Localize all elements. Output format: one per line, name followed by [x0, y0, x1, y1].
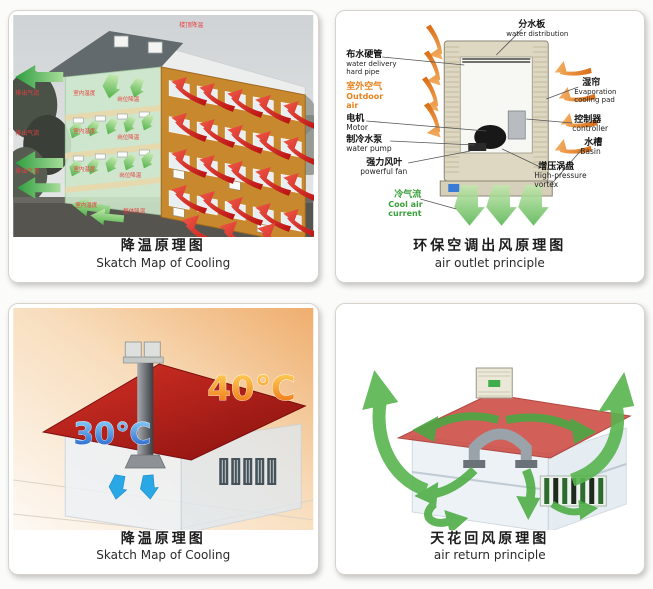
label-distribution-zh: 分水板	[518, 18, 546, 30]
leader-lines	[365, 28, 583, 210]
panel-air-return: 天花回风原理图 air return principle	[334, 302, 645, 575]
panel-air-outlet: 布水硬管 water delivery hard pipe 室外空气 Outdo…	[334, 10, 645, 283]
label-spot-cooling: 岗位降温	[117, 95, 140, 103]
arch-duct	[468, 428, 532, 464]
return-air-arrows	[361, 369, 634, 530]
caption: 降温原理图 Skatch Map of Cooling	[13, 238, 314, 271]
duct-outlet	[124, 454, 166, 468]
label-pad-en1: Evaporation	[574, 88, 616, 96]
label-basin-en: Basin	[580, 147, 601, 156]
brand-logo	[487, 379, 500, 387]
label-exhaust-air: 排出气流	[15, 89, 39, 97]
label-motor-en: Motor	[346, 123, 369, 132]
label-water-pipe-en1: water delivery	[346, 60, 396, 68]
label-whole-cooling: 整体降温	[123, 207, 146, 215]
label-motor-zh: 电机	[346, 112, 364, 124]
cool-air-down-arrows	[453, 185, 549, 226]
label-spot-cooling: 岗位降温	[119, 171, 142, 179]
interior-cabinets	[219, 457, 277, 485]
cooling-pad-ribs	[444, 46, 547, 173]
label-pump-en: water pump	[346, 144, 392, 153]
label-fan-zh: 强力风叶	[366, 156, 402, 168]
brand-logo	[447, 184, 459, 192]
caption-english: air outlet principle	[434, 255, 545, 270]
label-fan-en: powerful fan	[360, 167, 407, 176]
label-indoor-temp: 室内温度	[75, 201, 98, 209]
label-outdoor-air-zh: 室外空气	[346, 80, 382, 92]
caption-english: Skatch Map of Cooling	[96, 548, 231, 562]
caption: 天花回风原理图 air return principle	[340, 531, 641, 564]
label-roof-cooling: 楼顶降温	[179, 21, 203, 29]
label-outdoor-air-en1: Outdoor	[346, 92, 383, 101]
label-outdoor-air-en2: air	[346, 101, 358, 110]
caption-english: air return principle	[433, 548, 546, 562]
cooler-unit	[439, 40, 553, 197]
ceiling-units	[72, 111, 150, 162]
indoor-temperature: 30℃	[73, 417, 151, 452]
air-return-illustration	[339, 307, 640, 530]
water-pipe	[461, 58, 530, 63]
label-indoor-temp: 室内温度	[73, 165, 96, 173]
label-indoor-temp: 室内温度	[73, 89, 96, 97]
label-basin-zh: 水槽	[584, 136, 602, 148]
label-exhaust-air: 排出气流	[15, 129, 39, 137]
label-water-pipe-en2: hard pipe	[346, 68, 379, 76]
panel-house-cooling: 40℃ 30℃ 降温原理图 Skatch Map of Cooling	[8, 302, 319, 575]
caption-chinese: 环保空调出风原理图	[413, 238, 567, 254]
outdoor-temperature: 40℃	[207, 369, 296, 409]
label-exhaust-air: 排出气流	[15, 167, 39, 175]
panel-cooling-building: 排出气流 排出气流 排出气流 楼顶降温 室内温度 岗位降温 室内温度 岗位降温 …	[8, 10, 319, 283]
label-controller-zh: 控制器	[574, 113, 602, 125]
caption-chinese: 天花回风原理图	[430, 530, 550, 547]
label-distribution-en: water distribution	[506, 30, 568, 38]
label-cool-air-en1: Cool air	[388, 200, 423, 209]
label-vortex-en2: vortex	[534, 180, 559, 189]
ceiling-outlet-left	[462, 459, 485, 468]
callout-labels: 布水硬管 water delivery hard pipe 室外空气 Outdo…	[345, 18, 616, 218]
controller-box	[507, 110, 526, 140]
caption-english: Skatch Map of Cooling	[96, 255, 231, 270]
floor-slabs	[65, 105, 162, 193]
rooftop-units	[113, 35, 163, 54]
rooftop-cooler	[122, 341, 164, 363]
label-water-pipe-zh: 布水硬管	[345, 48, 382, 60]
caption: 降温原理图 Skatch Map of Cooling	[13, 531, 314, 564]
label-cool-air-zh: 冷气流	[394, 188, 421, 200]
cooling-building-illustration: 排出气流 排出气流 排出气流 楼顶降温 室内温度 岗位降温 室内温度 岗位降温 …	[13, 15, 314, 237]
tiny-red-labels: 排出气流 排出气流 排出气流 楼顶降温 室内温度 岗位降温 室内温度 岗位降温 …	[15, 21, 203, 215]
label-vortex-zh: 增压涡盘	[538, 160, 574, 172]
caption-chinese: 降温原理图	[120, 238, 206, 254]
red-roof	[396, 392, 632, 459]
ceiling-outlet-right	[514, 459, 537, 468]
label-pump-zh: 制冷水泵	[346, 133, 383, 145]
house-cooling-illustration: 40℃ 30℃	[13, 307, 314, 530]
caption-chinese: 降温原理图	[120, 530, 206, 547]
rooftop-cooler	[475, 367, 513, 398]
label-vortex-en1: High-pressure	[534, 171, 587, 180]
label-spot-cooling: 岗位降温	[117, 133, 140, 141]
caption: 环保空调出风原理图 air outlet principle	[340, 238, 641, 271]
label-controller-en: controller	[572, 124, 609, 133]
air-outlet-illustration: 布水硬管 water delivery hard pipe 室外空气 Outdo…	[339, 15, 640, 237]
label-cool-air-en2: current	[388, 209, 421, 218]
label-indoor-temp: 室内温度	[73, 127, 96, 135]
roof-gable	[41, 31, 184, 77]
water-pump	[467, 143, 486, 151]
label-pad-en2: cooling pad	[574, 96, 615, 104]
air-duct	[137, 362, 154, 455]
label-pad-zh: 湿帘	[582, 76, 600, 88]
